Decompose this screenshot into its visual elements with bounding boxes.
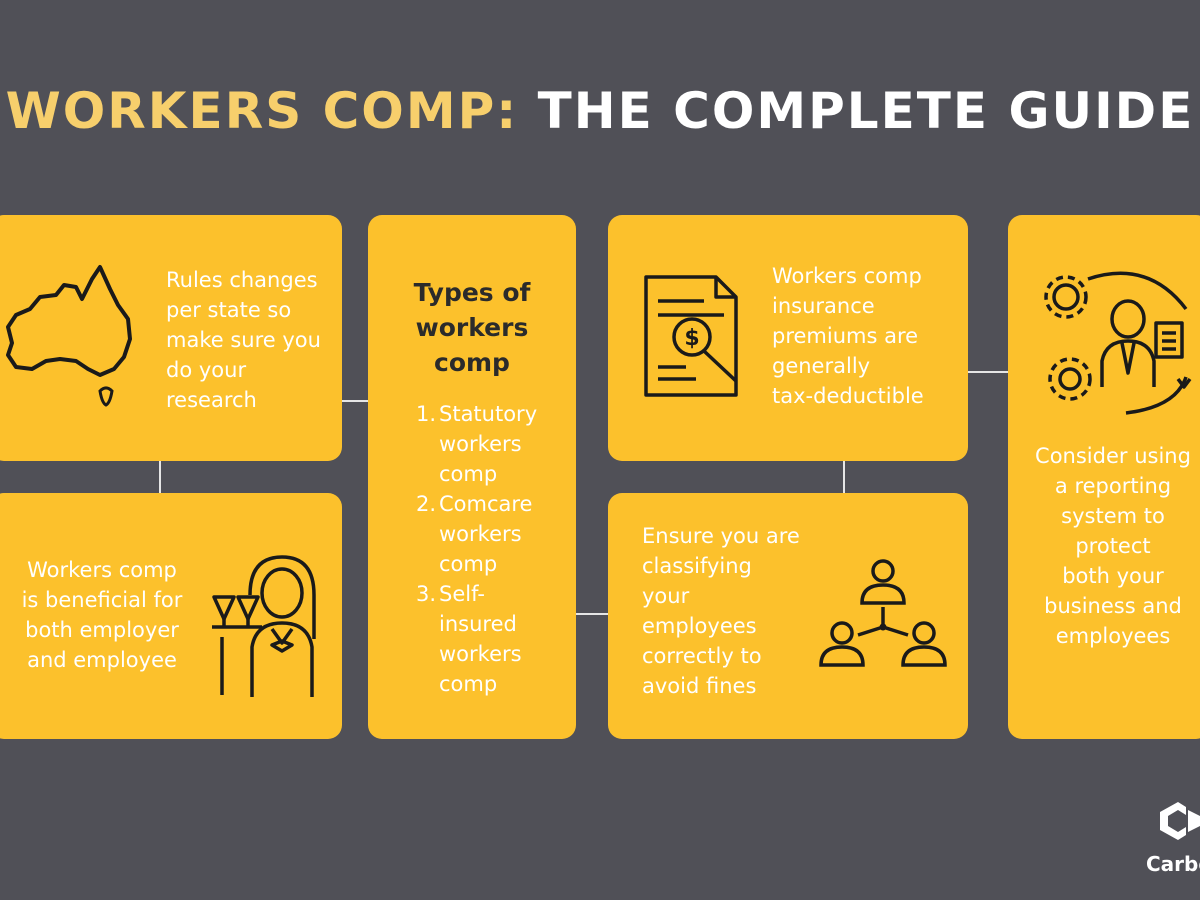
card-tax-deductible: $ Workers comp insurance premiums are ge… — [608, 215, 968, 461]
svg-text:$: $ — [684, 326, 699, 351]
document-dollar-magnifier-icon: $ — [644, 275, 738, 397]
types-list: 1. Statutory workers comp 2. Comcare wor… — [412, 399, 576, 699]
types-heading: Types of workers comp — [413, 278, 531, 377]
card-state-rules: Rules changes per state so make sure you… — [0, 215, 342, 461]
classify-text: Ensure you are classifying your employee… — [642, 524, 800, 698]
list-label: Self- insured workers comp — [439, 582, 522, 696]
people-network-icon — [819, 559, 947, 667]
list-number: 3. — [415, 582, 436, 606]
tax-text: Workers comp insurance premiums are gene… — [772, 264, 924, 408]
manager-gears-report-icon — [1044, 271, 1192, 415]
list-item: 1. Statutory workers comp — [412, 399, 576, 489]
beneficial-text: Workers comp is beneficial for both empl… — [21, 558, 183, 672]
card-types: Types of workers comp 1. Statutory worke… — [368, 215, 576, 739]
carbon-logo-icon — [1160, 802, 1200, 840]
page-title: WORKERS COMP: THE COMPLETE GUIDE — [0, 82, 1200, 140]
list-item: 2. Comcare workers comp — [412, 489, 576, 579]
brand-logo-text: Carbo — [1146, 852, 1200, 876]
australia-map-icon — [6, 265, 132, 407]
waitress-icon — [212, 555, 316, 697]
reporting-text: Consider using a reporting system to pro… — [1035, 444, 1191, 648]
card-classify: Ensure you are classifying your employee… — [608, 493, 968, 739]
list-item: 3. Self- insured workers comp — [412, 579, 576, 699]
list-number: 2. — [415, 492, 436, 516]
title-main: THE COMPLETE GUIDE — [537, 82, 1195, 140]
title-accent: WORKERS COMP: — [5, 82, 519, 140]
card-beneficial: Workers comp is beneficial for both empl… — [0, 493, 342, 739]
list-label: Comcare workers comp — [439, 492, 533, 576]
card-reporting: Consider using a reporting system to pro… — [1008, 215, 1200, 739]
list-label: Statutory workers comp — [439, 402, 538, 486]
rules-text: Rules changes per state so make sure you… — [166, 268, 321, 412]
list-number: 1. — [415, 402, 436, 426]
